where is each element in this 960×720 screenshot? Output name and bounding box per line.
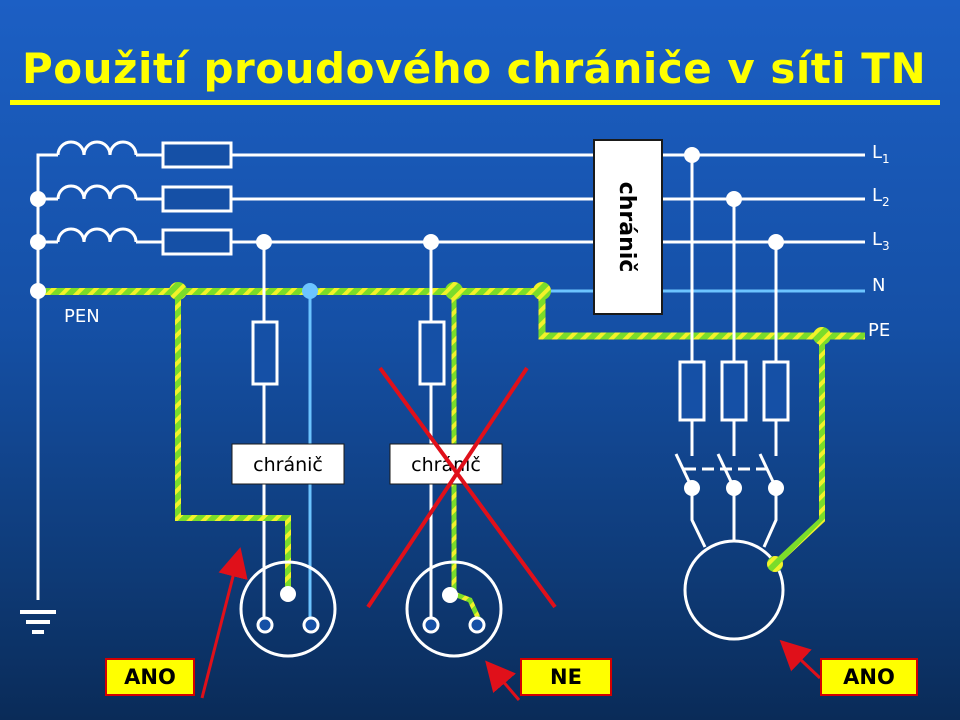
fuse-l2 (161, 185, 233, 213)
verdict-left-tag: ANO (105, 658, 195, 696)
arrow-right (779, 639, 822, 680)
label-l1: L1 (872, 142, 890, 166)
junction-dots (30, 147, 831, 572)
star-point (36, 153, 58, 600)
socket-left (239, 560, 337, 658)
pe-conductor (538, 291, 865, 340)
main-rcd-label: chránič (614, 182, 639, 273)
transformer-windings (56, 140, 138, 243)
label-n: N (872, 275, 885, 296)
branch-left: chránič (175, 242, 345, 658)
winding-l3 (56, 227, 138, 243)
main-rcd: chránič (593, 139, 663, 315)
line-conductors (136, 153, 865, 244)
rcd-left-label: chránič (253, 454, 323, 476)
slide-title: Použití proudového chrániče v síti TN (22, 44, 927, 93)
branch-motor (674, 155, 790, 641)
arrow-left (200, 547, 248, 699)
label-pe: PE (868, 320, 890, 341)
title-underline (10, 100, 940, 105)
motor-pe-lead (772, 336, 825, 567)
motor (683, 539, 785, 641)
pen-conductor (36, 288, 542, 295)
conductor-labels: L1 L2 L3 N PE PEN (64, 142, 890, 341)
ground-symbol (20, 610, 56, 634)
label-pen: PEN (64, 306, 100, 327)
winding-l2 (56, 184, 138, 200)
main-fuses (161, 141, 233, 256)
rcd-middle-label: chránič (411, 454, 481, 476)
winding-l1 (56, 140, 138, 156)
fuse-l3 (161, 228, 233, 256)
branch-middle: chránič (366, 242, 557, 658)
fuse-l1 (161, 141, 233, 169)
wrong-cross (366, 366, 557, 609)
verdict-middle-tag: NE (520, 658, 612, 696)
label-l3: L3 (872, 229, 890, 253)
label-l2: L2 (872, 185, 890, 209)
socket-middle (405, 560, 503, 658)
arrow-middle (485, 660, 521, 701)
verdict-right-tag: ANO (820, 658, 918, 696)
pointer-arrows (200, 547, 822, 701)
